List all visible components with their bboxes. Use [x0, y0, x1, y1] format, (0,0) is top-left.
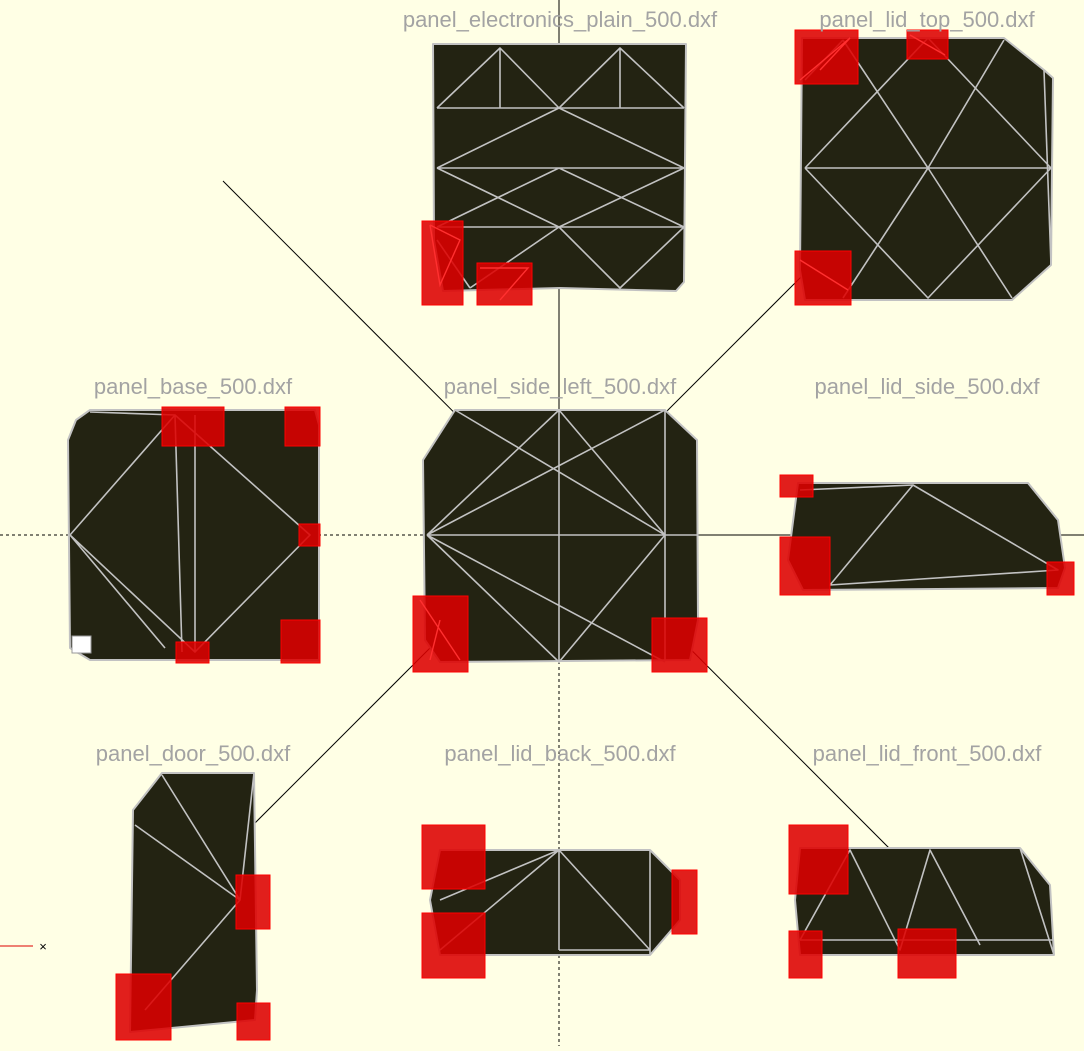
label-side-left: panel_side_left_500.dxf — [444, 374, 677, 399]
marker-block — [284, 406, 321, 447]
label-lid-top: panel_lid_top_500.dxf — [819, 7, 1035, 32]
label-lid-front: panel_lid_front_500.dxf — [813, 741, 1043, 766]
marker-mesh — [429, 224, 530, 301]
panel-shape — [429, 849, 681, 956]
panel-lid-side[interactable] — [779, 474, 1075, 596]
marker-mesh — [799, 34, 946, 291]
marker-block — [280, 619, 321, 664]
panel-lid-back[interactable] — [421, 824, 698, 979]
marker-block — [1046, 561, 1075, 596]
axis-cross-icon: × — [39, 939, 47, 954]
panel-mesh — [439, 849, 651, 955]
marker-block — [175, 641, 210, 664]
marker-block — [788, 930, 823, 979]
marker-block — [794, 250, 852, 306]
scale-marker: × — [0, 939, 47, 954]
origin-marker — [71, 635, 92, 654]
label-base: panel_base_500.dxf — [94, 374, 293, 399]
marker-block — [236, 1002, 271, 1041]
marker-block — [671, 869, 698, 935]
label-door: panel_door_500.dxf — [96, 741, 291, 766]
panel-mesh — [426, 409, 697, 663]
panel-labels: panel_electronics_plain_500.dxf panel_li… — [94, 7, 1042, 766]
label-electronics-plain: panel_electronics_plain_500.dxf — [403, 7, 718, 32]
marker-block — [115, 973, 172, 1041]
panel-lid-top[interactable] — [794, 29, 1054, 306]
label-lid-back: panel_lid_back_500.dxf — [444, 741, 676, 766]
marker-block — [421, 912, 486, 979]
marker-block — [421, 824, 486, 890]
marker-block — [476, 262, 533, 306]
marker-block — [897, 928, 957, 979]
marker-block — [161, 406, 225, 447]
marker-block — [298, 523, 321, 547]
marker-block — [235, 874, 271, 930]
marker-block — [412, 595, 469, 673]
marker-block — [421, 220, 464, 306]
panel-base[interactable] — [67, 406, 321, 664]
panel-mesh — [436, 47, 685, 289]
marker-block — [651, 617, 708, 673]
panel-door[interactable] — [115, 772, 271, 1041]
panel-side-left[interactable] — [412, 409, 708, 673]
label-lid-side: panel_lid_side_500.dxf — [814, 374, 1040, 399]
panel-electronics-plain[interactable] — [421, 43, 687, 306]
marker-block — [779, 474, 814, 498]
marker-mesh — [419, 599, 461, 661]
marker-block — [788, 824, 849, 895]
marker-block — [779, 536, 831, 596]
panel-lid-front[interactable] — [788, 824, 1055, 979]
